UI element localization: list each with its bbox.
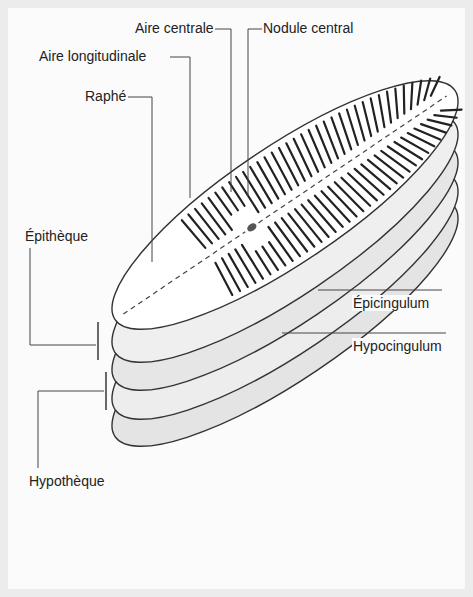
stria	[195, 207, 219, 240]
stria	[383, 89, 410, 119]
stria	[331, 113, 360, 149]
leader-line	[170, 57, 190, 198]
leader-line	[38, 391, 104, 468]
stria	[428, 110, 452, 134]
stria	[241, 245, 264, 279]
leader-line	[318, 290, 442, 291]
valve-face	[83, 42, 473, 367]
stria	[338, 110, 367, 145]
stria	[416, 79, 438, 101]
stria	[316, 122, 345, 159]
raphe-line	[123, 232, 245, 314]
stria	[408, 125, 435, 155]
leader-line	[248, 29, 352, 196]
stria	[226, 254, 250, 287]
stria	[345, 106, 374, 141]
label-text: Épithèque	[24, 228, 89, 244]
label-text: Hypothèque	[28, 473, 106, 489]
stria	[234, 249, 257, 282]
raphe-line	[258, 96, 446, 223]
label-text: Nodule central	[262, 20, 354, 36]
stria	[309, 126, 338, 163]
stria	[414, 120, 440, 148]
label-text: Raphé	[84, 88, 127, 104]
bracket	[97, 322, 99, 360]
stria	[421, 115, 446, 141]
label-text: Aire longitudinale	[38, 48, 147, 64]
stria	[188, 213, 212, 246]
stria	[212, 263, 236, 295]
stria	[324, 117, 353, 153]
stria	[219, 258, 243, 291]
leader-line	[30, 248, 96, 345]
leader-line	[282, 333, 446, 334]
stria	[401, 130, 428, 161]
stria	[182, 218, 206, 250]
leader-line	[128, 97, 152, 262]
stria	[202, 202, 225, 235]
label-text: Hypocingulum	[352, 338, 443, 354]
stria	[434, 106, 456, 128]
stria	[441, 101, 462, 120]
central-nodule	[246, 222, 258, 233]
bracket	[105, 372, 107, 410]
label-text: Aire centrale	[134, 20, 215, 36]
leader-line	[205, 29, 231, 192]
stria	[425, 77, 446, 96]
stria	[235, 177, 259, 212]
stria	[209, 197, 232, 231]
label-text: Épicingulum	[352, 295, 430, 311]
